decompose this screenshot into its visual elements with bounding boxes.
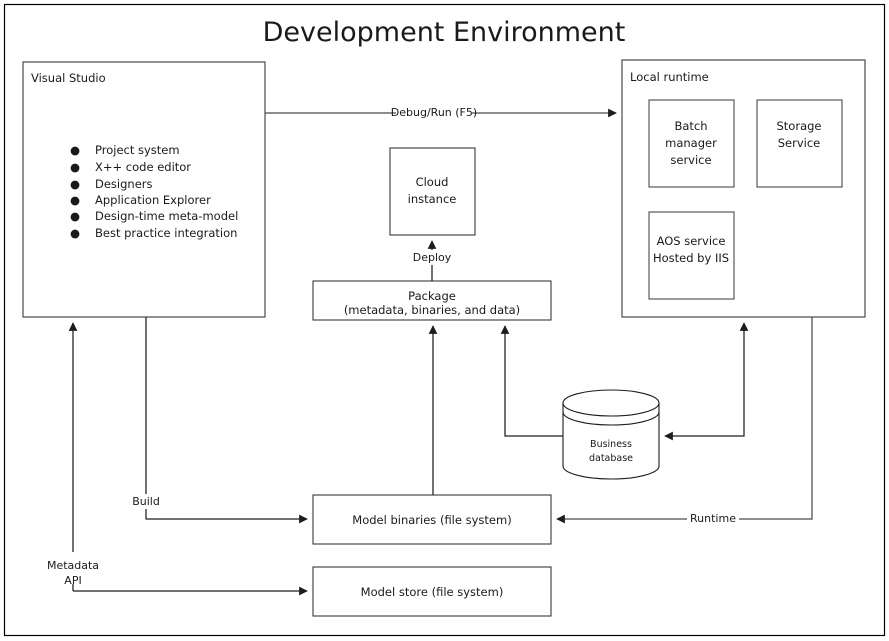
business-database-label-line: database xyxy=(589,453,633,464)
local-runtime-container: Local runtime Batch manager service Stor… xyxy=(621,59,866,318)
bullet-dot-icon: ● xyxy=(70,193,80,207)
edge-deploy: Deploy xyxy=(408,240,456,281)
bullet-item-label: Project system xyxy=(95,143,180,157)
edge-build: Build xyxy=(124,317,308,524)
package-node: Package (metadata, binaries, and data) xyxy=(312,280,552,321)
edge-deploy-label: Deploy xyxy=(413,251,452,264)
cylinder-top-ellipse-2 xyxy=(562,411,660,426)
batch-manager-service-label-line: service xyxy=(670,153,711,167)
business-database-node: Business database xyxy=(562,389,660,480)
bullet-item-label: Application Explorer xyxy=(95,193,211,207)
edge-deploy-label-bg xyxy=(408,250,456,265)
edge-runtime: Runtime xyxy=(556,317,813,526)
edge-debug-run-label-bg xyxy=(396,105,472,120)
model-binaries-label: Model binaries (file system) xyxy=(352,513,511,527)
edge-metadata-api-label-line: API xyxy=(64,574,81,587)
model-store-node: Model store (file system) xyxy=(312,566,552,617)
storage-service-label-line: Service xyxy=(778,136,821,150)
visual-studio-box xyxy=(22,61,266,318)
batch-manager-service-label-line: Batch xyxy=(674,119,707,133)
model-store-box xyxy=(312,566,552,617)
edge-runtime-line xyxy=(556,317,813,524)
edge-build-label: Build xyxy=(132,495,160,508)
bullet-dot-icon: ● xyxy=(70,226,80,240)
edge-runtime-label: Runtime xyxy=(690,512,736,525)
package-label-line: Package xyxy=(408,289,456,303)
business-database-label-line: Business xyxy=(590,439,632,450)
edge-runtime-label-bg xyxy=(687,511,739,526)
bullet-dot-icon: ● xyxy=(70,143,80,157)
model-binaries-box xyxy=(312,494,552,545)
edge-debug-run: Debug/Run (F5) xyxy=(265,105,617,120)
cloud-instance-label-line: instance xyxy=(408,192,457,206)
edge-build-label-bg xyxy=(124,494,168,509)
edge-build-line xyxy=(145,317,308,524)
model-binaries-node: Model binaries (file system) xyxy=(312,494,552,545)
package-label-line: (metadata, binaries, and data) xyxy=(344,303,520,317)
visual-studio-bullet-list: ● Project system ● X++ code editor ● Des… xyxy=(70,143,238,240)
bullet-dot-icon: ● xyxy=(70,160,80,174)
cloud-instance-box xyxy=(389,147,476,236)
visual-studio-container: Visual Studio ● Project system ● X++ cod… xyxy=(22,61,266,318)
storage-service-box xyxy=(756,99,843,188)
edge-runtime-to-database xyxy=(664,322,749,441)
bullet-item-label: Design-time meta-model xyxy=(95,209,238,223)
cloud-instance-node: Cloud instance xyxy=(389,147,476,236)
package-box xyxy=(312,280,552,321)
bullet-dot-icon: ● xyxy=(70,209,80,223)
bullet-item-label: Best practice integration xyxy=(95,226,237,240)
edge-database-to-package xyxy=(500,325,563,437)
model-store-label: Model store (file system) xyxy=(361,585,504,599)
batch-manager-service-box xyxy=(648,99,735,188)
business-database-cylinder xyxy=(562,389,660,480)
edge-metadata-api-label-line: Metadata xyxy=(47,559,99,572)
batch-manager-service-label-line: manager xyxy=(665,136,717,150)
storage-service-label-line: Storage xyxy=(777,119,822,133)
aos-service-label-line: AOS service xyxy=(657,234,726,248)
storage-service-node: Storage Service xyxy=(756,99,843,188)
bullet-item-label: Designers xyxy=(95,177,153,191)
aos-service-node: AOS service Hosted by IIS xyxy=(648,211,735,300)
bullet-item-label: X++ code editor xyxy=(95,160,191,174)
page-frame xyxy=(3,3,886,637)
bullet-dot-icon: ● xyxy=(70,177,80,191)
batch-manager-service-node: Batch manager service xyxy=(648,99,735,188)
edge-metadata-api: Metadata API xyxy=(38,322,308,596)
aos-service-box xyxy=(648,211,735,300)
edge-debug-run-label: Debug/Run (F5) xyxy=(391,106,477,119)
aos-service-label-line: Hosted by IIS xyxy=(653,251,729,265)
visual-studio-title: Visual Studio xyxy=(31,71,106,85)
cylinder-top-ellipse-1 xyxy=(562,402,660,417)
cloud-instance-label-line: Cloud xyxy=(416,175,449,189)
edge-metadata-api-label-bg xyxy=(38,552,110,584)
local-runtime-title: Local runtime xyxy=(630,70,709,84)
page-title: Development Environment xyxy=(263,17,626,48)
